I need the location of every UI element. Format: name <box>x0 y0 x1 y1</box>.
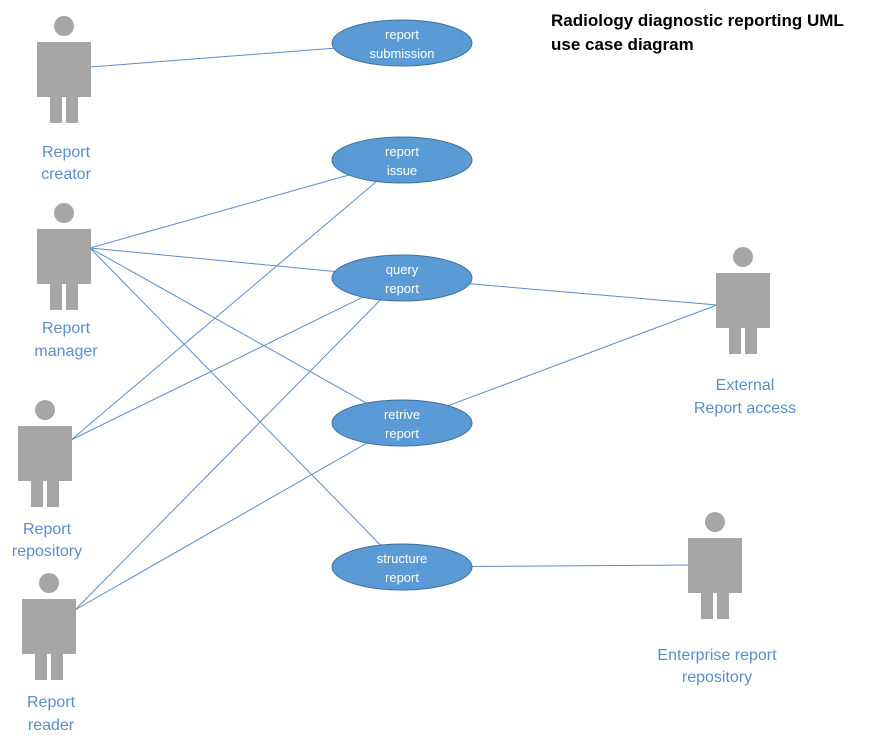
actor-left-leg <box>50 96 62 123</box>
actor-report-creator[interactable]: Report creator <box>37 16 92 183</box>
actor-body <box>18 426 72 481</box>
use-case-label-line: submission <box>369 46 434 61</box>
actor-body <box>37 229 91 284</box>
actor-label-line: Report access <box>694 400 796 417</box>
association-report-repository-report-issue <box>70 181 378 441</box>
actor-head <box>705 512 725 532</box>
use-case-report-submission[interactable]: report submission <box>331 19 473 67</box>
actor-label-line: Report <box>27 694 76 711</box>
actor-body <box>716 273 770 328</box>
association-report-manager-retrive-report <box>89 247 367 404</box>
association-enterprise-report-repository-structure-report <box>471 564 690 567</box>
actor-label-line: reader <box>28 717 75 734</box>
actor-icon <box>716 247 770 354</box>
use-case-label-line: report <box>385 281 419 296</box>
actor-label-line: creator <box>41 166 91 183</box>
actor-right-leg <box>47 480 59 507</box>
actor-right-leg <box>66 96 78 123</box>
actor-body <box>37 42 91 97</box>
use-case-label-line: issue <box>387 163 417 178</box>
use-case-label-line: report <box>385 144 419 159</box>
association-report-reader-query-report <box>74 299 381 611</box>
diagram-title-line-1: Radiology diagnostic reporting UML <box>551 11 844 30</box>
association-external-report-access-query-report <box>469 283 718 306</box>
actor-right-leg <box>51 653 63 680</box>
association-report-creator-report-submission <box>89 47 334 68</box>
diagram-title: Radiology diagnostic reporting UML use c… <box>551 11 844 54</box>
use-case-retrive-report[interactable]: retrive report <box>331 399 473 447</box>
use-case-label-line: retrive <box>384 407 420 422</box>
actor-report-reader[interactable]: Report reader <box>22 573 76 734</box>
association-report-manager-report-issue <box>89 174 350 249</box>
actor-right-leg <box>745 327 757 354</box>
use-case-label-line: report <box>385 27 419 42</box>
use-case-structure-report[interactable]: structure report <box>331 543 473 591</box>
actor-label-line: repository <box>12 543 82 560</box>
association-report-manager-query-report <box>89 247 335 272</box>
actor-icon <box>37 16 91 123</box>
actor-head <box>733 247 753 267</box>
association-report-manager-structure-report <box>89 247 381 546</box>
actor-report-repository[interactable]: Report repository <box>12 400 82 560</box>
actor-label-line: manager <box>34 343 98 360</box>
actor-left-leg <box>35 653 47 680</box>
actor-right-leg <box>717 592 729 619</box>
actor-head <box>54 16 74 36</box>
actor-left-leg <box>50 283 62 310</box>
use-case-ellipse <box>331 399 473 447</box>
use-case-ellipse <box>331 254 473 302</box>
actor-icon <box>688 512 742 619</box>
actor-label-line: Report <box>42 320 91 337</box>
use-case-label-line: report <box>385 570 419 585</box>
actor-label-line: repository <box>682 669 752 686</box>
use-case-ellipse <box>331 136 473 184</box>
actor-icon <box>18 400 72 507</box>
actor-body <box>22 599 76 654</box>
actor-report-manager[interactable]: Report manager <box>34 203 98 360</box>
use-case-report-issue[interactable]: report issue <box>331 136 473 184</box>
actor-enterprise-report-repository[interactable]: Enterprise report repository <box>657 512 777 686</box>
use-case-query-report[interactable]: query report <box>331 254 473 302</box>
use-cases: reportsubmissionreportissuequeryreportre… <box>331 19 473 591</box>
actors: ReportcreatorReportmanagerReportreposito… <box>12 16 796 734</box>
association-external-report-access-retrive-report <box>448 304 718 407</box>
actor-left-leg <box>31 480 43 507</box>
use-case-label-line: query <box>386 262 419 277</box>
actor-head <box>39 573 59 593</box>
actor-left-leg <box>701 592 713 619</box>
actor-label-line: Report <box>23 521 72 538</box>
actor-right-leg <box>66 283 78 310</box>
use-case-label-line: report <box>385 426 419 441</box>
actor-icon <box>22 573 76 680</box>
use-case-ellipse <box>331 543 473 591</box>
actor-icon <box>37 203 91 310</box>
association-report-repository-query-report <box>70 296 364 441</box>
actor-head <box>54 203 74 223</box>
association-report-reader-retrive-report <box>74 442 368 611</box>
use-case-label-line: structure <box>377 551 428 566</box>
actor-label-line: External <box>716 377 775 394</box>
actor-label-line: Report <box>42 144 91 161</box>
diagram-title-line-2: use case diagram <box>551 35 694 54</box>
use-case-ellipse <box>331 19 473 67</box>
actor-left-leg <box>729 327 741 354</box>
association-lines <box>70 47 718 611</box>
actor-head <box>35 400 55 420</box>
actor-label-line: Enterprise report <box>657 647 777 664</box>
actor-body <box>688 538 742 593</box>
